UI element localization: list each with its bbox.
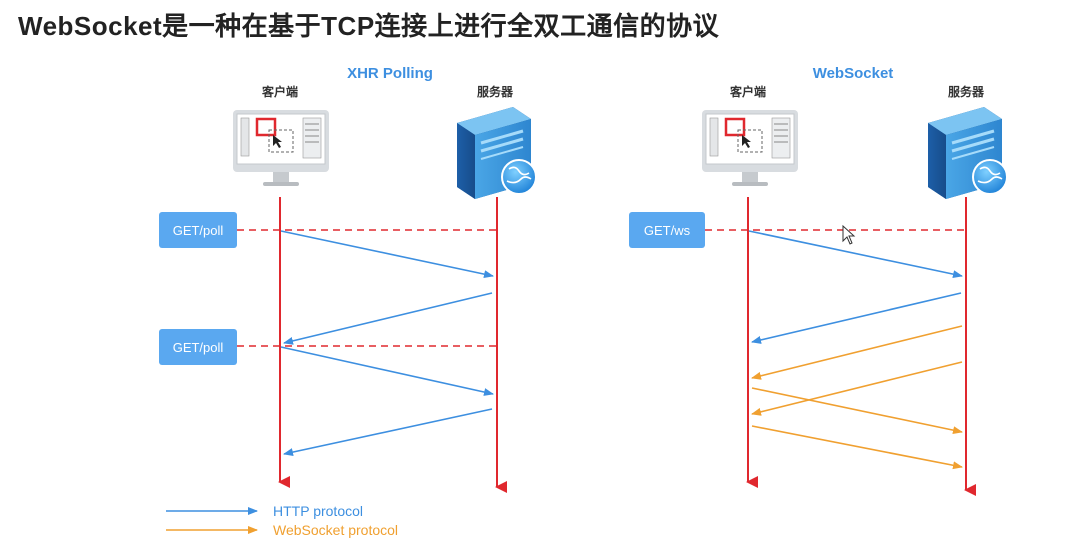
legend-http-label: HTTP protocol: [273, 503, 363, 519]
right-server-icon: [928, 107, 1008, 199]
left-http-arrow-2: [283, 292, 493, 345]
left-http-arrow-1: [280, 230, 494, 279]
left-get-poll-label-1: GET/poll: [173, 223, 224, 238]
page-title: WebSocket是一种在基于TCP连接上进行全双工通信的协议: [18, 11, 720, 41]
left-get-poll-label-2: GET/poll: [173, 340, 224, 355]
right-get-ws-button: [629, 212, 705, 248]
right-ws-arrow-2: [751, 361, 963, 416]
left-http-arrow-4: [283, 408, 493, 457]
right-http-arrow-1: [748, 230, 963, 279]
left-get-poll-button-1: [159, 212, 237, 248]
right-server-label: 服务器: [948, 84, 985, 99]
right-ws-arrow-3: [751, 387, 963, 435]
websocket-title: WebSocket: [813, 65, 894, 82]
right-ws-arrow-4: [751, 425, 963, 470]
right-ws-arrow-1: [751, 325, 963, 380]
left-server-label: 服务器: [477, 84, 514, 99]
mouse-cursor-icon: [842, 224, 856, 245]
right-client-label: 客户端: [729, 84, 766, 99]
left-client-monitor-icon: [233, 110, 329, 186]
legend-ws-label: WebSocket protocol: [273, 522, 398, 538]
right-http-arrow-2: [751, 292, 962, 344]
left-http-arrow-3: [280, 346, 494, 396]
left-get-poll-button-2: [159, 329, 237, 365]
left-server-icon: [457, 107, 537, 199]
left-client-label: 客户端: [261, 84, 298, 99]
right-client-monitor-icon: [702, 110, 798, 186]
xhr-polling-title: XHR Polling: [347, 65, 433, 82]
right-get-ws-label: GET/ws: [644, 223, 691, 238]
